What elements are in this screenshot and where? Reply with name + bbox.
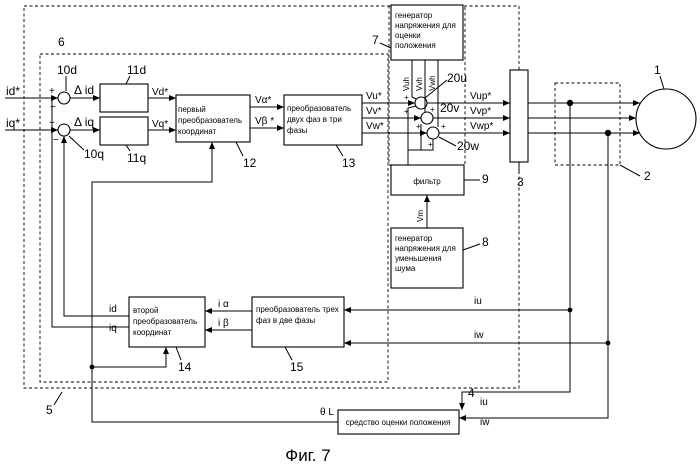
iq-feedback-label: iq — [109, 323, 117, 334]
ref-10d: 10d — [57, 63, 77, 77]
current-sensor-boundary-2 — [555, 83, 620, 165]
vup-ref-label: Vup* — [470, 91, 491, 102]
summing-junction-20w — [427, 127, 439, 139]
block-11d — [100, 84, 148, 112]
figure-caption: Фиг. 7 — [285, 446, 330, 465]
iw-label: iw — [474, 330, 484, 341]
plus-20w-a: + — [441, 122, 446, 131]
minus-10d: − — [50, 102, 56, 113]
plus-10q: + — [49, 118, 55, 129]
ref-10q: 10q — [84, 147, 104, 161]
noise-voltage-generator-block: генератор напряжения для уменьшения шума — [391, 228, 463, 288]
two-to-three-phase-converter-block: преобразователь двух фаз в три фазы — [284, 95, 362, 145]
iw-estimator-label: iw — [480, 417, 490, 428]
delta-iq-label: Δ iq — [74, 115, 94, 129]
id-ref-label: id* — [6, 84, 20, 98]
first-converter-label: первый преобразователь координат — [178, 98, 248, 137]
plus-20v-b: + — [430, 105, 435, 114]
ref-15: 15 — [290, 360, 304, 374]
ref-20w: 20w — [457, 139, 479, 153]
position-voltage-generator-block: генератор напряжения для оценки положени… — [391, 5, 463, 60]
filter-block: фильтр — [391, 165, 464, 195]
ref-13: 13 — [342, 156, 356, 170]
ref-8: 8 — [482, 235, 489, 249]
ref-7: 7 — [372, 33, 379, 47]
position-generator-label: генератор напряжения для оценки положени… — [395, 11, 463, 51]
first-coordinate-converter-block: первый преобразователь координат — [176, 95, 250, 142]
iq-ref-label: iq* — [6, 116, 20, 130]
valpha-ref-label: Vα* — [255, 95, 271, 106]
plus-20u-a: + — [404, 93, 409, 102]
ref-6: 6 — [58, 35, 65, 49]
summing-junction-10d — [58, 92, 70, 104]
ref-9: 9 — [482, 172, 489, 186]
ref-20v: 20v — [440, 101, 459, 115]
vq-ref-label: Vq* — [152, 119, 168, 130]
filter-label: фильтр — [413, 177, 441, 186]
plus-20w-b: + — [428, 140, 433, 149]
id-feedback-label: id — [109, 304, 117, 315]
ref-4: 4 — [468, 386, 475, 400]
minus-10q: − — [53, 135, 59, 146]
vbeta-ref-label: Vβ * — [255, 116, 274, 127]
ref-14: 14 — [178, 360, 192, 374]
vwp-ref-label: Vwp* — [470, 121, 493, 132]
noise-generator-label: генератор напряжения для уменьшения шума — [395, 234, 463, 274]
iu-label: iu — [474, 296, 482, 307]
ref-11q: 11q — [127, 151, 146, 165]
three-to-two-phase-converter-block: преобразователь трех фаз в две фазы — [252, 297, 344, 347]
vuh-label: Vuh — [402, 77, 411, 91]
plus-20u-b: + — [404, 107, 409, 116]
iu-estimator-label: iu — [480, 397, 488, 408]
ref-11d: 11d — [127, 63, 146, 77]
second-coordinate-converter-block: второй преобразователь координат — [129, 297, 205, 347]
ref-5: 5 — [46, 403, 53, 417]
vvh-label: Vvh — [415, 77, 424, 91]
vvp-ref-label: Vvp* — [470, 106, 491, 117]
ibeta-label: i β — [218, 318, 229, 329]
delta-id-label: Δ id — [74, 83, 94, 97]
three-to-two-label: преобразователь трех фаз в две фазы — [256, 304, 342, 326]
vw-ref-label: Vw* — [366, 121, 384, 132]
vd-ref-label: Vd* — [152, 87, 168, 98]
position-estimator-block: средство оценки положения — [338, 410, 459, 434]
two-to-three-label: преобразователь двух фаз в три фазы — [287, 99, 361, 136]
plus-20v-a: + — [416, 122, 421, 131]
vv-ref-label: Vv* — [366, 106, 382, 117]
ref-20u: 20u — [447, 71, 467, 85]
ref-3: 3 — [517, 175, 524, 189]
vu-ref-label: Vu* — [366, 91, 382, 102]
ialpha-label: i α — [218, 299, 229, 310]
ref-12: 12 — [243, 156, 257, 170]
vm-label: Vm — [416, 210, 425, 222]
ref-1: 1 — [654, 63, 661, 77]
position-estimator-label: средство оценки положения — [346, 418, 451, 427]
ref-2: 2 — [644, 169, 651, 183]
inverter-block-3 — [510, 70, 528, 162]
plus-10d: + — [49, 86, 55, 97]
second-converter-label: второй преобразователь координат — [133, 303, 203, 338]
theta-label: θ L — [320, 407, 334, 418]
summing-junction-10q — [58, 124, 70, 136]
motor-1 — [636, 89, 696, 149]
block-11q — [100, 117, 148, 145]
